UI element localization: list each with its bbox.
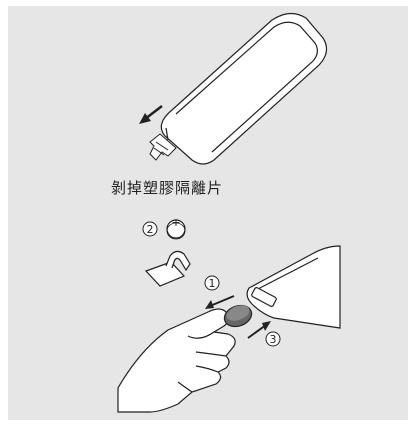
step-1-marker: 1 (205, 276, 219, 290)
step-2-marker: 2 (143, 222, 157, 236)
battery-in-hand (221, 302, 254, 330)
remote-control-bottom (247, 246, 340, 328)
coin-battery-icon: + (167, 216, 185, 239)
remove-arrow (205, 296, 234, 309)
hand-icon (118, 309, 235, 412)
battery-plus-sign: + (171, 216, 180, 229)
step-3-marker: 3 (266, 332, 280, 346)
remote-control-top (161, 13, 326, 164)
instruction-caption: 剝掉塑膠隔離片 (111, 177, 223, 198)
battery-holder-icon (146, 251, 190, 286)
pull-arrow (139, 106, 162, 124)
step-3-label: 3 (270, 333, 277, 346)
step-2-label: 2 (147, 223, 154, 236)
step-1-label: 1 (209, 277, 216, 290)
